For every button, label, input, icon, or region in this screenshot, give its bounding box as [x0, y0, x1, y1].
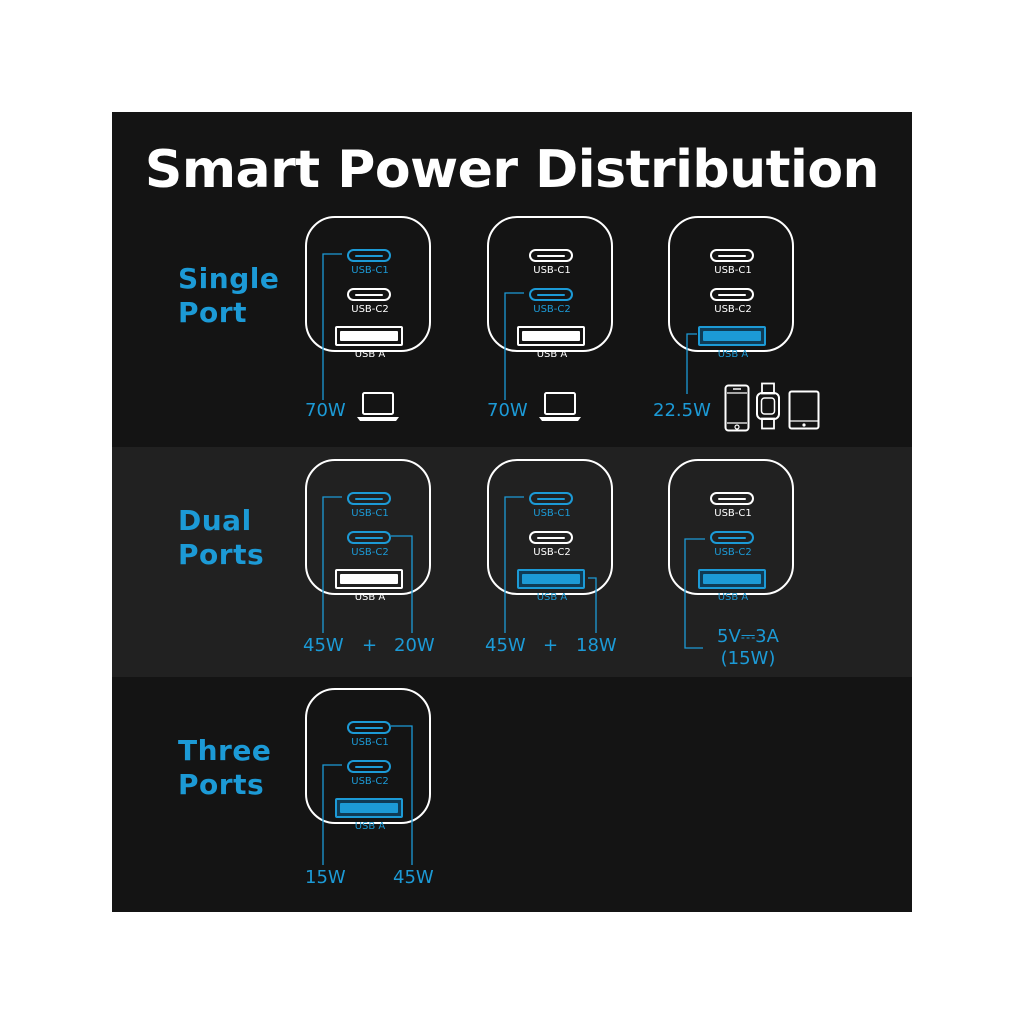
plus-sign: + [362, 635, 378, 656]
row-label-single: Single Port [178, 262, 279, 330]
usb-c2-port [529, 531, 573, 544]
usb-c2-port [347, 760, 391, 773]
plus-sign: + [543, 635, 559, 656]
usb-c2-label: USB-C2 [533, 547, 571, 558]
usb-a-label: USB A [354, 349, 386, 360]
output-watt: 20W [394, 635, 435, 656]
usb-c1-label: USB-C1 [351, 737, 389, 748]
output-watt: (15W) [720, 648, 776, 669]
usb-c1-label: USB-C1 [714, 265, 752, 276]
usb-a-label: USB A [536, 592, 568, 603]
usb-c2-port [529, 288, 573, 301]
usb-c1-port [710, 249, 754, 262]
laptop-icon [539, 392, 581, 421]
usb-c1-label: USB-C1 [533, 508, 571, 519]
usb-a-label: USB A [717, 592, 749, 603]
usb-c2-label: USB-C2 [533, 304, 571, 315]
output-watt: 70W [487, 400, 528, 421]
phone-icon [724, 384, 750, 432]
usb-c2-port [347, 288, 391, 301]
output-watt: 22.5W [653, 400, 711, 421]
usb-c1-label: USB-C1 [533, 265, 571, 276]
row-label-line: Single [178, 262, 280, 295]
usb-c1-port [347, 721, 391, 734]
power-distribution-panel: Smart Power Distribution Single Port Dua… [112, 112, 912, 912]
usb-a-label: USB A [536, 349, 568, 360]
tablet-icon [788, 390, 820, 430]
usb-a-port [335, 569, 403, 589]
output-spec: 5V⎓3A [717, 626, 779, 647]
usb-a-port [335, 326, 403, 346]
row-label-line: Ports [178, 768, 265, 801]
row-label-dual: Dual Ports [178, 504, 264, 572]
output-watt: 70W [305, 400, 346, 421]
charger-single-c1: USB-C1 USB-C2 USB A [305, 216, 431, 360]
usb-c1-port [347, 249, 391, 262]
charger-dual-c2-a: USB-C1 USB-C2 USB A [668, 459, 794, 603]
usb-c2-port [710, 531, 754, 544]
row-label-line: Ports [178, 538, 265, 571]
usb-a-label: USB A [354, 821, 386, 832]
charger-dual-c1-a: USB-C1 USB-C2 USB A [487, 459, 613, 603]
output-watt: 45W [393, 867, 434, 888]
usb-a-port [517, 569, 585, 589]
row-label-line: Port [178, 296, 247, 329]
usb-c1-label: USB-C1 [351, 508, 389, 519]
usb-c1-label: USB-C1 [351, 265, 389, 276]
charger-dual-c1-c2: USB-C1 USB-C2 USB A [305, 459, 431, 603]
charger-single-a: USB-C1 USB-C2 USB A [668, 216, 794, 360]
usb-c1-port [347, 492, 391, 505]
usb-a-label: USB A [354, 592, 386, 603]
usb-a-port [698, 569, 766, 589]
row-label-line: Dual [178, 504, 252, 537]
usb-c2-label: USB-C2 [351, 776, 389, 787]
page-title: Smart Power Distribution [144, 140, 880, 200]
usb-c2-port [710, 288, 754, 301]
usb-c2-port [347, 531, 391, 544]
usb-c2-label: USB-C2 [714, 547, 752, 558]
usb-a-port [698, 326, 766, 346]
output-watt: 45W [303, 635, 344, 656]
output-watt: 18W [576, 635, 617, 656]
output-watt: 45W [485, 635, 526, 656]
laptop-icon [357, 392, 399, 421]
charger-single-c2: USB-C1 USB-C2 USB A [487, 216, 613, 360]
usb-a-port [335, 798, 403, 818]
usb-c1-label: USB-C1 [714, 508, 752, 519]
usb-c2-label: USB-C2 [351, 547, 389, 558]
usb-a-port [517, 326, 585, 346]
output-watt: 15W [305, 867, 346, 888]
usb-c1-port [529, 492, 573, 505]
usb-c2-label: USB-C2 [714, 304, 752, 315]
row-label-three: Three Ports [178, 734, 271, 802]
row-label-line: Three [178, 734, 272, 767]
usb-c1-port [710, 492, 754, 505]
charger-three-ports: USB-C1 USB-C2 USB A [305, 688, 431, 832]
watch-icon [756, 382, 780, 430]
usb-c1-port [529, 249, 573, 262]
usb-a-label: USB A [717, 349, 749, 360]
usb-c2-label: USB-C2 [351, 304, 389, 315]
